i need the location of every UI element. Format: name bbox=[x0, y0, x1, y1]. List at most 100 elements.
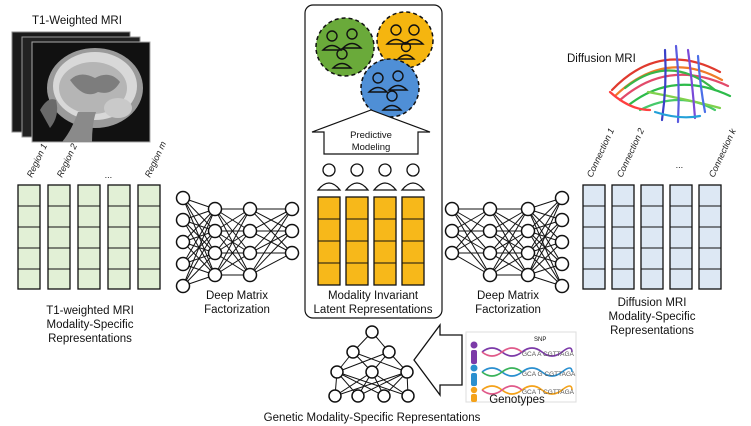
network-edge bbox=[334, 371, 373, 397]
network-node bbox=[365, 365, 379, 379]
network-edge bbox=[182, 252, 216, 287]
network-edge bbox=[527, 241, 563, 276]
connection-label: Connection 2 bbox=[615, 127, 646, 179]
t1-column bbox=[17, 184, 41, 290]
latent-column bbox=[345, 196, 369, 286]
network-edge bbox=[357, 371, 408, 397]
network-node bbox=[482, 223, 498, 239]
network-node bbox=[242, 201, 258, 217]
genotypes-label: Genotypes bbox=[489, 394, 545, 406]
diffusion-column bbox=[669, 184, 693, 290]
network-edge bbox=[527, 197, 563, 254]
t1-caption-line: T1-weighted MRI bbox=[46, 305, 134, 317]
network-edge bbox=[182, 208, 216, 243]
network-edge bbox=[527, 219, 563, 276]
diffusion-column bbox=[582, 184, 606, 290]
dmf-right-line: Deep Matrix bbox=[477, 290, 539, 302]
genotypes-image: SNP GCA A CGTTAGA GCA G CGTTAGA GCA T CG… bbox=[465, 331, 577, 403]
network-edge bbox=[527, 197, 563, 276]
t1-column bbox=[47, 184, 71, 290]
network-node bbox=[554, 278, 570, 294]
diffusion-caption-line: Diffusion MRI bbox=[618, 297, 687, 309]
network-node bbox=[400, 365, 414, 379]
people-icon bbox=[385, 24, 425, 60]
network-node bbox=[175, 190, 191, 206]
dmf-left-line: Factorization bbox=[204, 304, 270, 316]
network-node bbox=[377, 389, 391, 403]
network-edge bbox=[214, 230, 251, 276]
network-edge bbox=[182, 208, 216, 265]
network-edge bbox=[249, 208, 293, 276]
t1-mri-image-stack bbox=[11, 31, 151, 143]
network-node bbox=[328, 389, 342, 403]
diffusion-connection-labels: Connection 1 Connection 2 ... Connection… bbox=[585, 127, 738, 179]
network-edge bbox=[527, 197, 563, 232]
diffusion-column bbox=[698, 184, 722, 290]
t1-caption-line: Modality-Specific bbox=[47, 319, 134, 331]
t1-caption-line: Representations bbox=[48, 333, 132, 345]
people-icon bbox=[367, 70, 409, 111]
network-node bbox=[554, 256, 570, 272]
network-node bbox=[242, 267, 258, 283]
predictive-modeling-arrow bbox=[311, 109, 431, 155]
network-node bbox=[207, 245, 223, 261]
network-node bbox=[482, 245, 498, 261]
network-edge bbox=[182, 208, 216, 287]
network-node bbox=[520, 223, 536, 239]
network-node bbox=[482, 267, 498, 283]
network-node bbox=[554, 234, 570, 250]
dmf-right-line: Factorization bbox=[475, 304, 541, 316]
network-edge bbox=[249, 208, 293, 254]
network-node bbox=[175, 212, 191, 228]
network-node bbox=[444, 223, 460, 239]
connection-label: Connection k bbox=[707, 127, 738, 179]
network-node bbox=[351, 389, 365, 403]
network-node bbox=[207, 267, 223, 283]
dna-sequence: GCA A CGTTAGA bbox=[522, 351, 575, 358]
brain-sagittal-image bbox=[40, 48, 143, 142]
network-edge bbox=[182, 230, 216, 287]
network-node bbox=[520, 201, 536, 217]
network-node bbox=[554, 212, 570, 228]
person-icon bbox=[400, 163, 426, 191]
network-node bbox=[175, 256, 191, 272]
network-edge bbox=[334, 371, 408, 397]
latent-matrix bbox=[317, 196, 425, 286]
network-node bbox=[401, 389, 415, 403]
dna-sequence: GCA T CGTTAGA bbox=[522, 389, 575, 396]
network-node bbox=[207, 223, 223, 239]
network-node bbox=[520, 267, 536, 283]
dna-sequence: GCA G CGTTAGA bbox=[522, 371, 576, 378]
network-edge bbox=[336, 351, 390, 373]
network-node bbox=[207, 201, 223, 217]
latent-column bbox=[401, 196, 425, 286]
center-caption-line: Latent Representations bbox=[314, 304, 433, 316]
person-icon bbox=[316, 163, 342, 191]
person-icon bbox=[372, 163, 398, 191]
snp-label: SNP bbox=[534, 337, 546, 343]
genotype-arrow bbox=[413, 323, 463, 397]
latent-column bbox=[373, 196, 397, 286]
t1-matrix bbox=[17, 184, 161, 290]
connection-label: Connection 1 bbox=[585, 127, 616, 179]
network-node bbox=[242, 245, 258, 261]
network-node bbox=[284, 223, 300, 239]
region-ellipsis: ... bbox=[105, 170, 113, 180]
network-node bbox=[365, 325, 379, 339]
dmf-left-line: Deep Matrix bbox=[206, 290, 268, 302]
predictive-line: Modeling bbox=[352, 142, 391, 153]
left-deep-matrix-factorization-network bbox=[175, 190, 300, 294]
network-node bbox=[554, 190, 570, 206]
subject-icons bbox=[316, 163, 426, 191]
diffusion-column bbox=[640, 184, 664, 290]
network-edge bbox=[489, 208, 529, 254]
network-edge bbox=[214, 208, 251, 276]
t1-title: T1-Weighted MRI bbox=[32, 15, 122, 27]
genetic-caption: Genetic Modality-Specific Representation… bbox=[264, 412, 481, 424]
t1-column bbox=[137, 184, 161, 290]
latent-column bbox=[317, 196, 341, 286]
diffusion-matrix bbox=[582, 184, 722, 290]
network-edge bbox=[249, 208, 293, 232]
diffusion-title: Diffusion MRI bbox=[567, 53, 636, 65]
network-node bbox=[175, 234, 191, 250]
